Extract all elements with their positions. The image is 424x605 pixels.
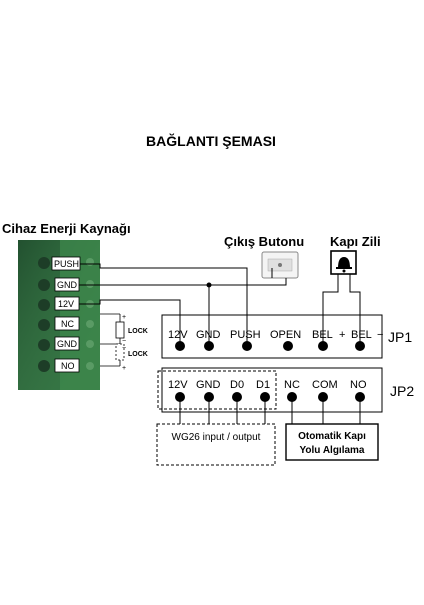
page-title: BAĞLANTI ŞEMASI — [146, 132, 276, 149]
jp2-pin-12v: 12V — [168, 379, 188, 391]
lock-label-2: LOCK — [128, 351, 148, 358]
terminal-push: PUSH — [54, 259, 79, 269]
jp1-pin-bel-2: BEL — [351, 329, 372, 341]
wg26-label: WG26 input / output — [172, 432, 261, 443]
lock-polarity-4: + — [122, 365, 126, 372]
jp2-pin-d0: D0 — [230, 379, 244, 391]
power-supply-label: Cihaz Enerji Kaynağı — [2, 221, 131, 236]
jp2-label: JP2 — [390, 383, 414, 399]
jp2-pin-com: COM — [312, 379, 338, 391]
jp1-pin-open: OPEN — [270, 329, 301, 341]
jp2-pin-gnd: GND — [196, 379, 221, 391]
terminal-nc: NC — [61, 319, 74, 329]
jp2-connector — [161, 367, 383, 413]
auto-door-label-line2: Yolu Algılama — [299, 445, 364, 456]
lock-polarity-1: + — [122, 314, 126, 321]
wires — [79, 263, 361, 346]
terminal-no: NO — [61, 361, 75, 371]
lock-label-1: LOCK — [128, 328, 148, 335]
jp2-pin-labels: 12V GND D0 D1 NC COM NO — [168, 379, 367, 391]
auto-door-label-line1: Otomatik Kapı — [298, 431, 366, 442]
jp1-pin-gnd: GND — [196, 329, 221, 341]
jp1-pin-push: PUSH — [230, 329, 261, 341]
terminal-12v: 12V — [58, 299, 74, 309]
doorbell-label: Kapı Zili — [330, 234, 381, 249]
auto-door-wires — [285, 397, 379, 461]
jp1-pin-labels: 12V GND PUSH OPEN BEL + BEL − — [168, 329, 383, 341]
jp1-pin-plus: + — [339, 329, 345, 341]
jp1-connector — [161, 314, 383, 359]
jp1-pin-12v: 12V — [168, 329, 188, 341]
lock-polarity-2: − — [122, 338, 126, 345]
exit-button-icon — [261, 251, 299, 279]
lock-polarity-3: − — [122, 345, 126, 352]
jp1-label: JP1 — [388, 329, 412, 345]
jp2-pin-nc: NC — [284, 379, 300, 391]
jp2-pin-d1: D1 — [256, 379, 270, 391]
jp2-wg26-group — [157, 370, 277, 410]
jp2-pin-no: NO — [350, 379, 367, 391]
lock-devices — [100, 313, 125, 367]
bell-icon — [330, 250, 357, 275]
exit-button-label: Çıkış Butonu — [224, 234, 304, 249]
wg26-wires — [156, 397, 276, 466]
terminal-gnd-1: GND — [57, 280, 78, 290]
jp1-pin-bel: BEL — [312, 329, 333, 341]
terminal-gnd-2: GND — [57, 339, 78, 349]
jp1-pin-minus: − — [377, 329, 383, 341]
